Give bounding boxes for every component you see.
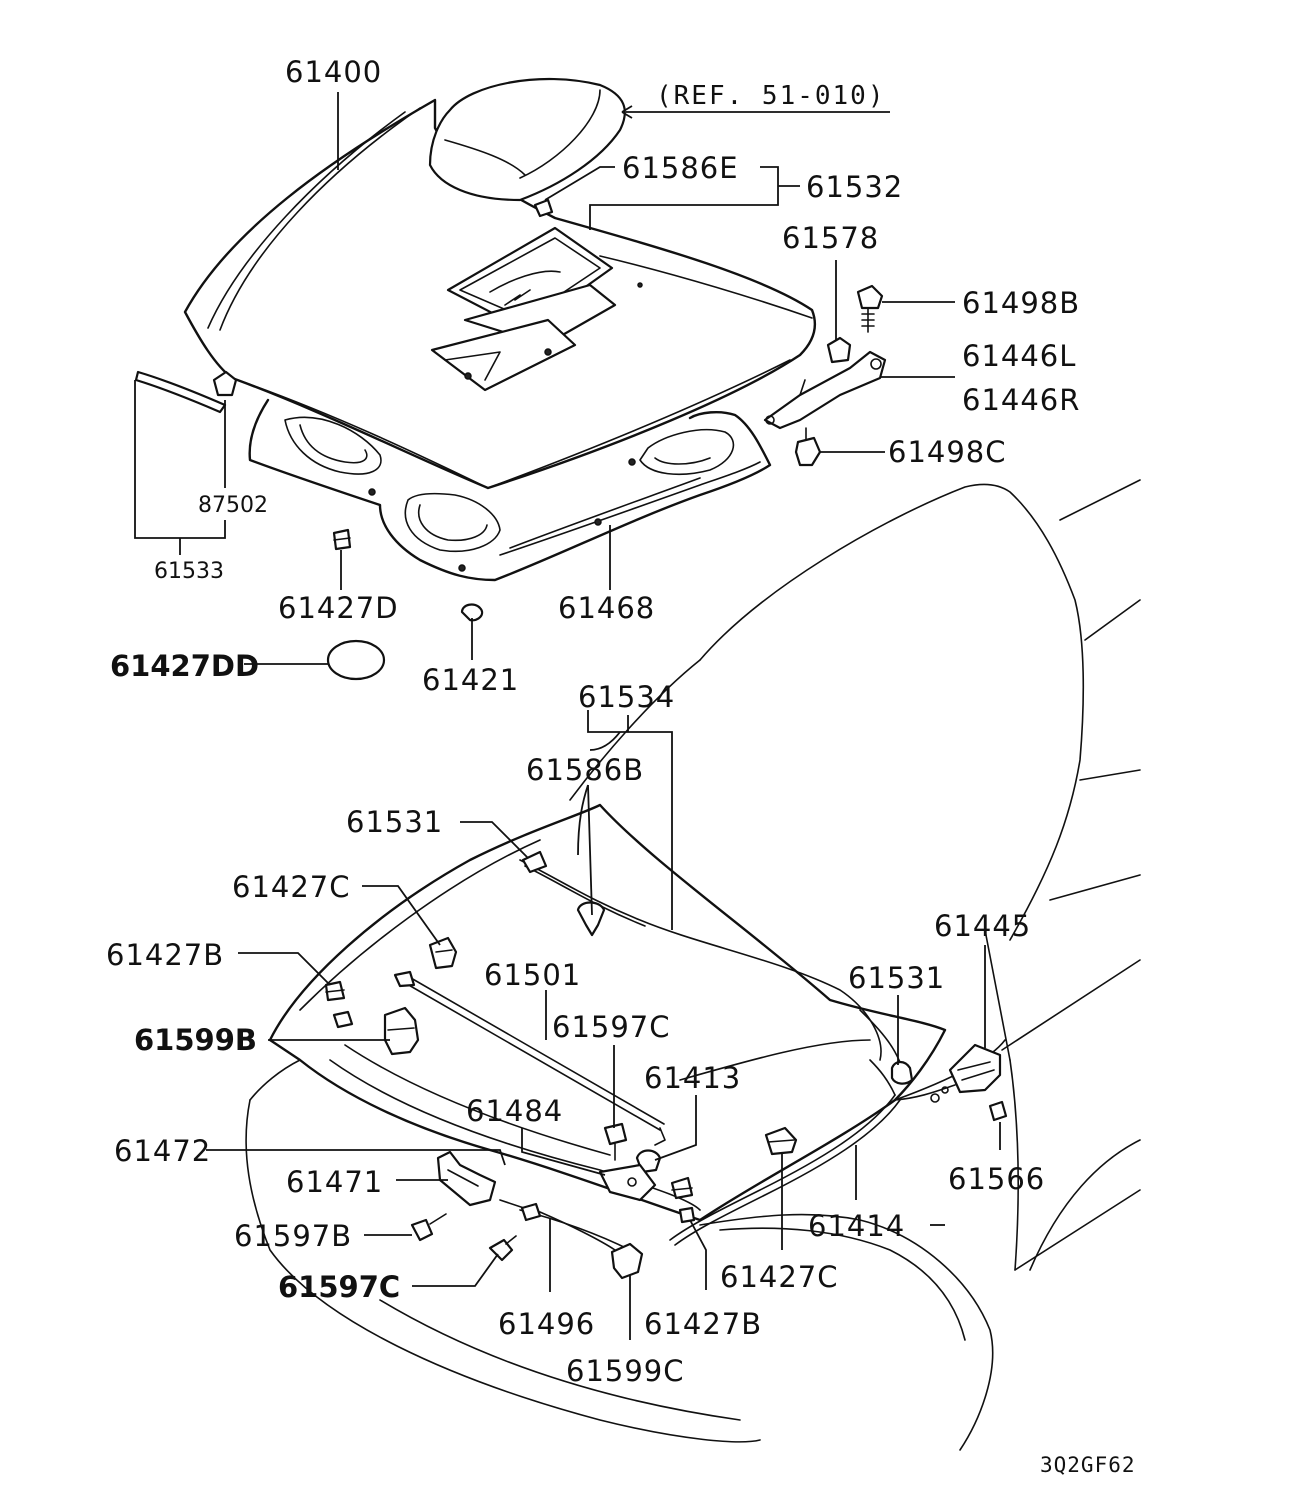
label-61501: 61501: [484, 958, 581, 992]
clip-61597Ca-part: [603, 1122, 628, 1161]
label-61498B: 61498B: [962, 286, 1080, 320]
clip-87502-part: [212, 370, 238, 397]
label-61471: 61471: [286, 1165, 383, 1199]
weatherstrip-61533-part: [134, 370, 227, 414]
label-61597B: 61597B: [234, 1219, 352, 1253]
label-61427C-lower: 61427C: [720, 1260, 839, 1294]
label-61446R: 61446R: [962, 383, 1080, 417]
label-61472: 61472: [114, 1134, 211, 1168]
label-61446L: 61446L: [962, 339, 1076, 373]
label-61414: 61414: [808, 1209, 905, 1243]
latch-assy-61484-part: [598, 1163, 657, 1202]
cushion-61427D-part: [332, 528, 352, 551]
holder-61413-part: [635, 1149, 662, 1174]
label-61531-lower: 61531: [848, 961, 945, 995]
label-61586E: 61586E: [622, 151, 739, 185]
hood-support-rod-61501-part: [393, 970, 666, 1146]
label-61400: 61400: [285, 55, 382, 89]
hood-scoop: [428, 77, 626, 202]
label-61566: 61566: [948, 1162, 1045, 1196]
cushion-61427Bb-part: [670, 1176, 696, 1224]
reference-note: (REF. 51-010): [656, 81, 886, 111]
label-61586B: 61586B: [526, 753, 644, 787]
label-61427C-upper: 61427C: [232, 870, 351, 904]
label-61531-upper: 61531: [346, 805, 443, 839]
label-61427D: 61427D: [278, 591, 399, 625]
label-61599B: 61599B: [134, 1023, 257, 1057]
hinge-61446-part: [763, 350, 887, 430]
leader-lines: [134, 92, 1001, 1340]
release-cable-61414-part: [499, 859, 956, 1251]
label-87502: 87502: [198, 493, 268, 518]
label-61427DD: 61427DD: [110, 649, 259, 683]
label-61427B-upper: 61427B: [106, 938, 224, 972]
label-61427B-lower: 61427B: [644, 1307, 762, 1341]
label-61533: 61533: [154, 559, 224, 584]
part-number-labels: 61400 (REF. 51-010) 61586E 61532 61578 6…: [106, 55, 1136, 1477]
cable-61496-part: [520, 1202, 616, 1251]
plug-61586E-part: [533, 198, 554, 218]
pad-61427DD-part: [326, 639, 386, 681]
clip-61597Cb-part: [488, 1235, 517, 1262]
label-61498C: 61498C: [888, 435, 1007, 469]
lever-61471-part: [436, 1150, 497, 1207]
cushion-61427Ba-part: [324, 980, 346, 1002]
drawing-code: 3Q2GF62: [1040, 1453, 1136, 1477]
label-61484: 61484: [466, 1094, 563, 1128]
label-61599C: 61599C: [566, 1354, 685, 1388]
bolt-61498C-part: [794, 427, 822, 467]
grommet-61599C-part: [610, 1242, 644, 1280]
clip-61421-part: [460, 603, 484, 622]
cushion-61427Cb-part: [764, 1126, 798, 1156]
label-61413: 61413: [644, 1061, 741, 1095]
bolt-61566-part: [988, 1100, 1008, 1122]
label-61578: 61578: [782, 221, 879, 255]
label-61532: 61532: [806, 170, 903, 204]
bolt-61498B-part: [856, 284, 884, 333]
label-61445: 61445: [934, 909, 1031, 943]
label-61597C-upper: 61597C: [552, 1010, 671, 1044]
scoop-opening-seal: [430, 226, 643, 392]
cushion-61427Ca-part: [428, 936, 458, 970]
label-61468: 61468: [558, 591, 655, 625]
bolt-61597B-part: [410, 1213, 447, 1242]
label-61496: 61496: [498, 1307, 595, 1341]
cable-clip-61531b-part: [890, 1060, 914, 1085]
grommet-61599B-part: [332, 1006, 420, 1056]
label-61597C-lower: 61597C: [278, 1270, 400, 1304]
latch-61445-part: [930, 1043, 1002, 1103]
cable-clip-61531a-part: [521, 850, 548, 874]
plug-61586B-part: [576, 901, 606, 937]
hood-inner-frame: [248, 398, 772, 582]
hood-panel: [183, 98, 816, 490]
label-61534: 61534: [578, 680, 675, 714]
vehicle-body-outline: [245, 479, 1141, 1451]
nut-61578-part: [826, 336, 852, 364]
label-61421: 61421: [422, 663, 519, 697]
